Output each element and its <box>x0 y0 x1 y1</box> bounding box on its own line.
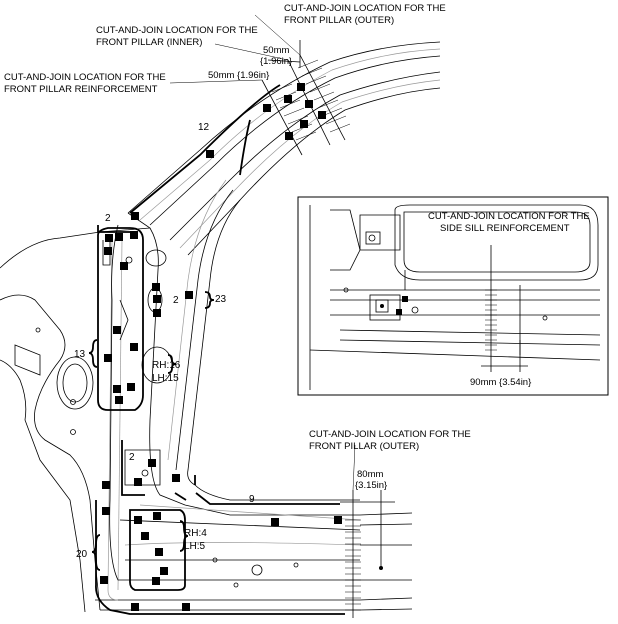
svg-text:12: 12 <box>198 122 210 133</box>
svg-text:23: 23 <box>215 294 227 305</box>
body-side-outline <box>0 227 360 613</box>
svg-text:50mm: 50mm <box>263 45 289 56</box>
callout-front-pillar-outer-bottom: CUT-AND-JOIN LOCATION FOR THE FRONT PILL… <box>309 429 471 452</box>
upper-cut-lines <box>261 40 351 156</box>
callout-front-pillar-reinforcement: CUT-AND-JOIN LOCATION FOR THE FRONT PILL… <box>4 72 166 95</box>
svg-text:90mm {3.54in}: 90mm {3.54in} <box>470 377 531 388</box>
svg-text:CUT-AND-JOIN LOCATION FOR THE: CUT-AND-JOIN LOCATION FOR THE <box>96 25 258 36</box>
lower-cut-line <box>340 490 395 618</box>
pillar-inner-edge <box>167 179 241 486</box>
side-sill-inset <box>297 196 609 396</box>
svg-text:RH:16: RH:16 <box>152 360 181 371</box>
pillar-column <box>109 212 361 581</box>
svg-text:CUT-AND-JOIN LOCATION FOR THE: CUT-AND-JOIN LOCATION FOR THE <box>428 211 590 222</box>
svg-text:RH:4: RH:4 <box>184 528 207 539</box>
svg-text:50mm {1.96in}: 50mm {1.96in} <box>208 70 269 81</box>
svg-text:CUT-AND-JOIN LOCATION FOR THE: CUT-AND-JOIN LOCATION FOR THE <box>4 72 166 83</box>
svg-text:{1.96in}: {1.96in} <box>260 56 292 67</box>
svg-text:13: 13 <box>74 349 86 360</box>
svg-text:20: 20 <box>76 549 88 560</box>
sill-lines <box>359 512 413 611</box>
svg-text:9: 9 <box>249 494 255 505</box>
svg-text:SIDE SILL REINFORCEMENT: SIDE SILL REINFORCEMENT <box>440 223 570 234</box>
svg-text:CUT-AND-JOIN LOCATION FOR THE: CUT-AND-JOIN LOCATION FOR THE <box>284 3 446 14</box>
callout-side-sill-reinforcement: CUT-AND-JOIN LOCATION FOR THE SIDE SILL … <box>428 211 590 234</box>
svg-text:2: 2 <box>129 452 135 463</box>
leader-lines <box>169 14 356 491</box>
svg-text:CUT-AND-JOIN LOCATION FOR THE: CUT-AND-JOIN LOCATION FOR THE <box>309 429 471 440</box>
callout-front-pillar-inner: CUT-AND-JOIN LOCATION FOR THE FRONT PILL… <box>96 25 258 48</box>
callout-front-pillar-outer-top: CUT-AND-JOIN LOCATION FOR THE FRONT PILL… <box>284 3 446 26</box>
svg-text:2: 2 <box>105 213 111 224</box>
svg-text:LH:15: LH:15 <box>152 373 179 384</box>
count-braces <box>88 119 251 571</box>
svg-text:LH:5: LH:5 <box>184 541 206 552</box>
spot-weld-counts: 12 2 23 2 13 RH:16 LH:15 2 9 RH:4 LH:5 2… <box>74 122 255 560</box>
svg-text:2: 2 <box>173 295 179 306</box>
svg-text:FRONT PILLAR (INNER): FRONT PILLAR (INNER) <box>96 37 202 48</box>
svg-text:{3.15in}: {3.15in} <box>355 480 387 491</box>
spot-weld-groups <box>95 84 345 615</box>
upper-pillar-lines <box>127 41 441 256</box>
svg-text:80mm: 80mm <box>357 469 383 480</box>
svg-text:FRONT PILLAR (OUTER): FRONT PILLAR (OUTER) <box>309 441 419 452</box>
dimension-labels: 50mm {1.96in} 50mm {1.96in} 90mm {3.54in… <box>208 45 531 491</box>
svg-text:FRONT PILLAR (OUTER): FRONT PILLAR (OUTER) <box>284 15 394 26</box>
svg-text:FRONT PILLAR REINFORCEMENT: FRONT PILLAR REINFORCEMENT <box>4 84 158 95</box>
